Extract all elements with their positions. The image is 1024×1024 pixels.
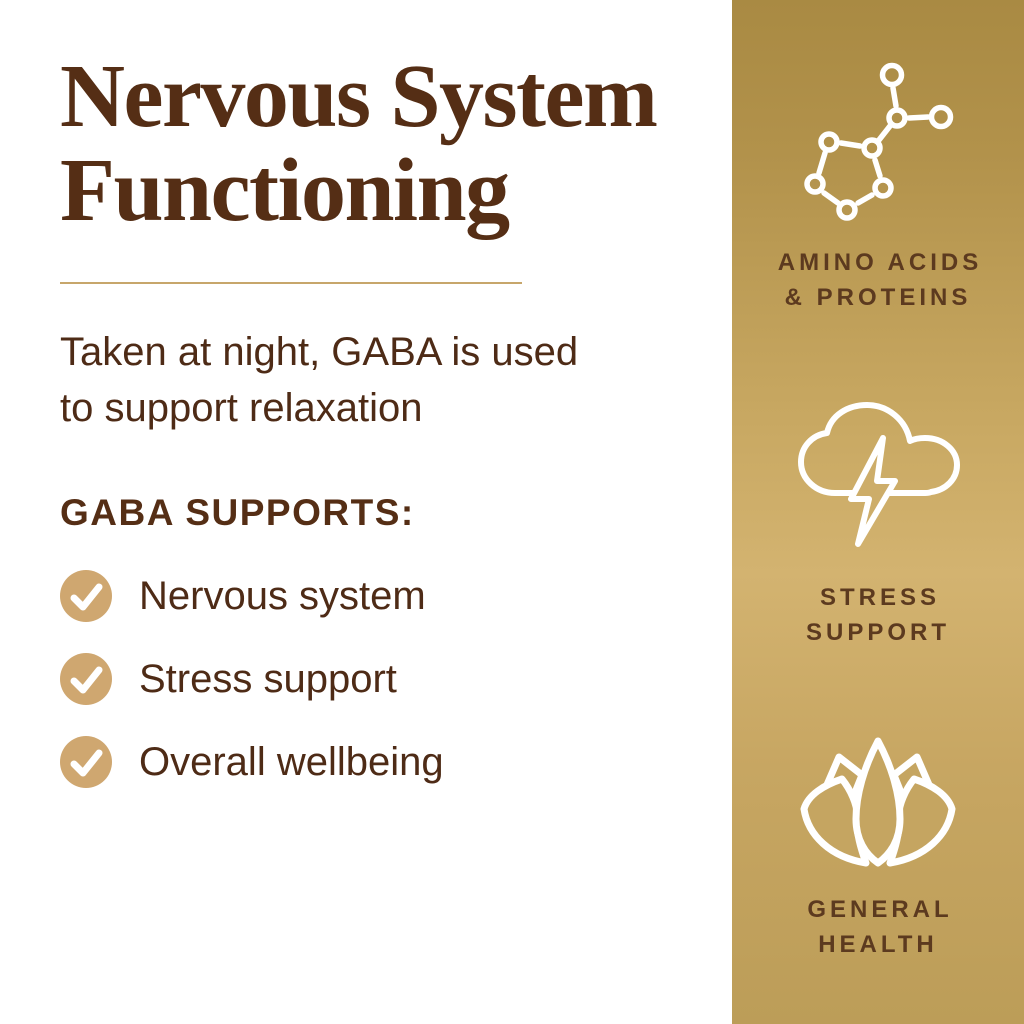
band-label-line-2: HEALTH <box>818 931 938 958</box>
list-item-label: Overall wellbeing <box>139 739 444 784</box>
check-icon <box>60 570 112 622</box>
description-line-2: to support relaxation <box>60 386 423 430</box>
molecule-icon <box>794 55 962 227</box>
list-item: Nervous system <box>60 570 690 622</box>
band-category-label: GENERAL HEALTH <box>732 892 1024 962</box>
category-band: AMINO ACIDS & PROTEINS STRESS SUPPORT <box>732 0 1024 1024</box>
description-text: Taken at night, GABA is used to support … <box>60 324 690 436</box>
page-title: Nervous System Functioning <box>60 50 690 238</box>
band-label-line-1: GENERAL <box>807 896 953 923</box>
cloud-lightning-icon <box>790 402 966 552</box>
description-line-1: Taken at night, GABA is used <box>60 330 579 374</box>
check-icon <box>60 653 112 705</box>
band-label-line-2: SUPPORT <box>805 619 950 646</box>
list-item-label: Nervous system <box>139 573 426 618</box>
band-category-label: AMINO ACIDS & PROTEINS <box>732 245 1024 315</box>
band-label-line-1: STRESS <box>819 584 941 611</box>
title-line-1: Nervous System <box>60 47 658 146</box>
supports-heading: GABA SUPPORTS: <box>60 492 415 533</box>
band-label-line-2: & PROTEINS <box>784 284 972 311</box>
benefits-list: Nervous system Stress support Overall we… <box>60 570 690 788</box>
divider-rule <box>60 282 522 284</box>
list-item: Overall wellbeing <box>60 736 690 788</box>
list-item-label: Stress support <box>139 656 397 701</box>
list-item: Stress support <box>60 653 690 705</box>
band-label-line-1: AMINO ACIDS <box>777 249 983 276</box>
lotus-icon <box>792 735 964 867</box>
band-category-label: STRESS SUPPORT <box>732 580 1024 650</box>
check-icon <box>60 736 112 788</box>
main-content: Nervous System Functioning Taken at nigh… <box>60 50 690 819</box>
title-line-2: Functioning <box>60 141 510 240</box>
